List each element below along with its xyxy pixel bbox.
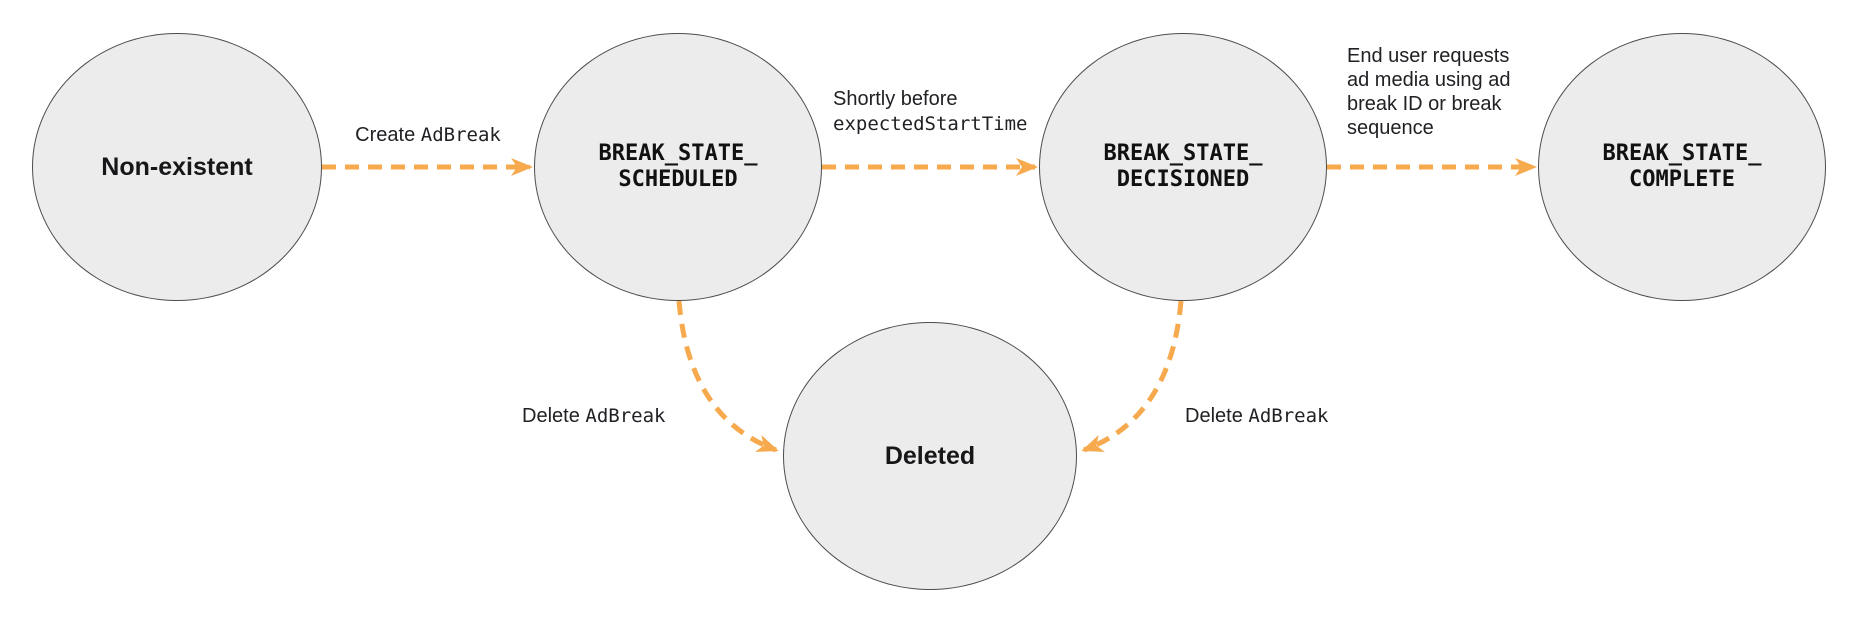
state-node-non-existent: Non-existent: [32, 33, 322, 301]
state-label-break-state-complete: BREAK_STATE_ COMPLETE: [1602, 141, 1762, 192]
edge-label-end-user-requests: End user requests ad media using ad brea…: [1347, 45, 1511, 139]
edge-label-delete-right-sans: Delete: [1185, 405, 1249, 427]
state-node-break-state-decisioned: BREAK_STATE_ DECISIONED: [1039, 33, 1327, 301]
edge-label-delete-adbreak-right: Delete AdBreak: [1185, 404, 1328, 428]
edge-label-create-adbreak-code: AdBreak: [420, 124, 501, 146]
state-node-deleted: Deleted: [783, 322, 1077, 590]
state-label-break-state-decisioned: BREAK_STATE_ DECISIONED: [1103, 141, 1263, 192]
edge-label-create-adbreak-sans: Create: [355, 124, 421, 146]
edge-label-delete-adbreak-left: Delete AdBreak: [522, 404, 665, 428]
state-node-break-state-complete: BREAK_STATE_ COMPLETE: [1538, 33, 1826, 301]
edge-label-shortly-before-line2: expectedStartTime: [833, 113, 1028, 135]
state-node-break-state-scheduled: BREAK_STATE_ SCHEDULED: [534, 33, 822, 301]
edge-delete-from-decisioned-arrow: [1081, 300, 1184, 453]
state-label-break-state-scheduled: BREAK_STATE_ SCHEDULED: [598, 141, 758, 192]
state-label-deleted: Deleted: [884, 442, 976, 470]
edge-delete-from-scheduled-arrow: [676, 300, 779, 453]
state-label-non-existent: Non-existent: [101, 153, 253, 181]
edge-label-shortly-before: Shortly before expectedStartTime: [833, 87, 1027, 137]
edge-label-shortly-before-line1: Shortly before: [833, 88, 958, 110]
edge-label-delete-left-code: AdBreak: [585, 405, 666, 427]
edge-label-delete-left-sans: Delete: [522, 405, 586, 427]
edge-label-create-adbreak: Create AdBreak: [355, 123, 501, 147]
edge-label-delete-right-code: AdBreak: [1248, 405, 1329, 427]
